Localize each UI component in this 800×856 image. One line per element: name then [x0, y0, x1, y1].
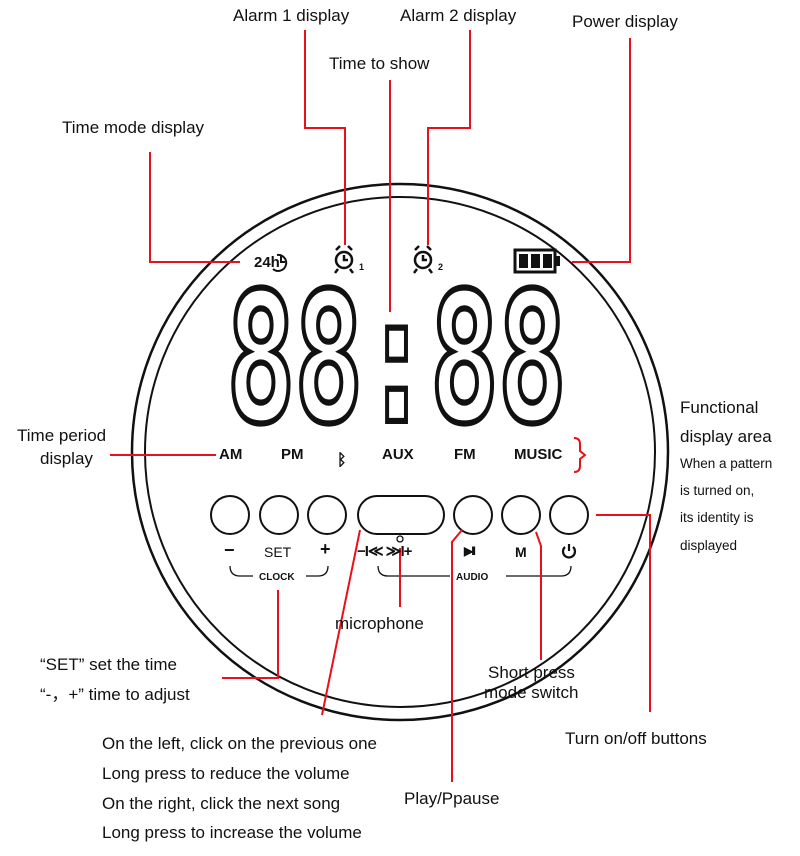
minus-label: − — [224, 540, 235, 560]
callout-functional-6: displayed — [680, 538, 738, 553]
group-brackets — [229, 565, 572, 577]
mode-am: AM — [219, 446, 243, 463]
set-label: SET — [264, 544, 292, 560]
bluetooth-icon: ᛒ — [337, 452, 347, 469]
play-pause-label: ▶II — [464, 544, 476, 558]
callout-functional-4: is turned on, — [680, 483, 755, 498]
mode-music: MUSIC — [514, 446, 563, 463]
alarm1-number: 1 — [359, 262, 365, 272]
clock-icon — [272, 253, 288, 272]
mode-button[interactable] — [501, 495, 541, 535]
callout-functional-5: its identity is — [680, 510, 754, 525]
battery-icon — [513, 248, 560, 274]
time-mode-indicator: 24h — [254, 254, 280, 271]
callout-skip-3: On the right, click the next song — [102, 794, 341, 813]
leader-lines — [110, 30, 651, 782]
alarm2-number: 2 — [438, 262, 444, 272]
mode-aux: AUX — [382, 446, 414, 463]
callout-skip-2: Long press to reduce the volume — [102, 764, 350, 783]
mode-fm: FM — [454, 446, 476, 463]
callout-time-period-1: Time period — [17, 426, 107, 445]
callout-functional-3: When a pattern — [680, 456, 773, 471]
mode-pm: PM — [281, 446, 304, 463]
callout-microphone: microphone — [335, 614, 424, 633]
skip-label: −I≪ ≫I+ — [357, 543, 412, 560]
callout-power: Power display — [572, 12, 678, 31]
power-button[interactable] — [549, 495, 589, 535]
alarm1-icon — [334, 245, 354, 274]
callout-play: Play/Ppause — [404, 789, 500, 808]
callout-functional-1: Functional — [680, 398, 759, 417]
power-symbol-icon — [561, 544, 577, 559]
alarm2-icon — [413, 245, 433, 274]
play-pause-button[interactable] — [453, 495, 493, 535]
callout-alarm2: Alarm 2 display — [400, 6, 517, 25]
callout-time-period-2: display — [40, 449, 93, 468]
inner-ring — [144, 196, 656, 708]
callout-mode-2: mode switch — [484, 683, 579, 702]
clock-group-label: CLOCK — [259, 572, 295, 583]
callout-time-mode: Time mode display — [62, 118, 205, 137]
callout-set-2: “-，+” time to adjust — [40, 685, 190, 704]
time-digits: 88:88 — [224, 255, 569, 465]
plus-label: + — [320, 539, 331, 559]
callout-time-show: Time to show — [329, 54, 430, 73]
callout-mode-1: Short press — [488, 663, 575, 682]
callout-skip-4: Long press to increase the volume — [102, 823, 362, 842]
callout-alarm1: Alarm 1 display — [233, 6, 350, 25]
callout-onoff: Turn on/off buttons — [565, 729, 707, 748]
plus-button[interactable] — [307, 495, 347, 535]
callout-skip-1: On the left, click on the previous one — [102, 734, 377, 753]
skip-volume-button[interactable] — [357, 495, 445, 535]
audio-group-label: AUDIO — [456, 572, 489, 583]
callout-set-1: “SET” set the time — [40, 655, 177, 674]
outer-ring — [130, 182, 670, 722]
mode-label: M — [515, 544, 527, 560]
minus-button[interactable] — [210, 495, 250, 535]
callout-functional-2: display area — [680, 427, 772, 446]
microphone-hole — [396, 535, 404, 543]
set-button[interactable] — [259, 495, 299, 535]
